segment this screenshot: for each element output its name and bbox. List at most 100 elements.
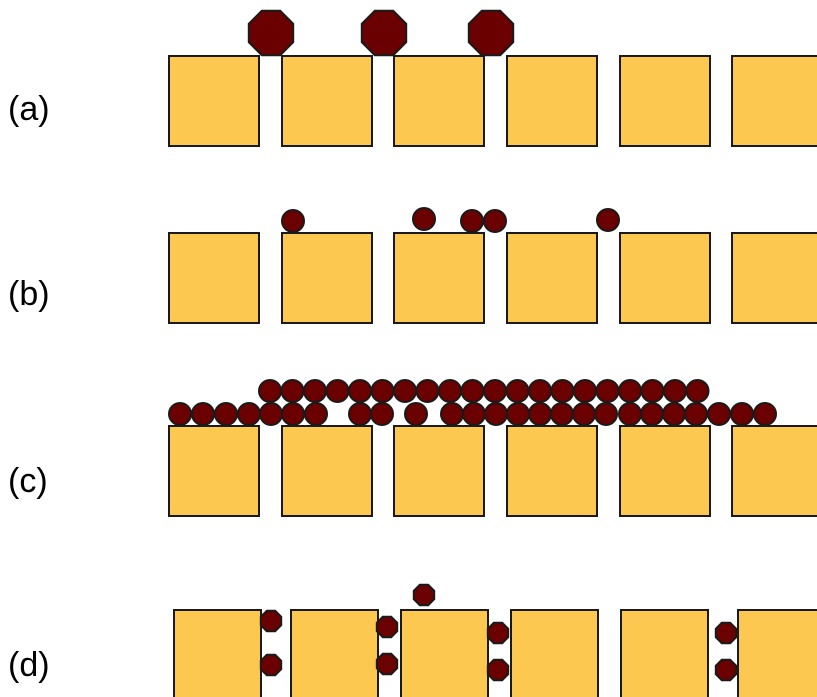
- particle: [247, 9, 295, 57]
- substrate-block: [619, 55, 711, 147]
- substrate-block: [168, 425, 260, 517]
- panel-c-blocks: [168, 425, 817, 517]
- panel-label-b: (b): [8, 275, 50, 313]
- particle: [506, 402, 530, 426]
- particle: [415, 379, 440, 403]
- panel-c-particles: [168, 379, 777, 426]
- particle: [375, 652, 399, 676]
- substrate-block: [281, 425, 373, 517]
- substrate-block: [400, 609, 489, 697]
- particle: [412, 583, 436, 607]
- substrate-block: [393, 232, 485, 324]
- particle: [594, 402, 618, 426]
- particle: [684, 402, 708, 426]
- particle: [707, 402, 731, 426]
- particle: [550, 402, 574, 426]
- substrate-block: [506, 55, 598, 147]
- particle: [348, 379, 372, 403]
- substrate-block: [173, 609, 262, 697]
- particle: [573, 379, 597, 403]
- particle: [303, 379, 327, 403]
- particle: [505, 379, 530, 403]
- particle: [168, 402, 192, 426]
- particle: [280, 379, 305, 403]
- panel-label-d: (d): [8, 646, 50, 684]
- substrate-block: [731, 55, 817, 147]
- panel-b-particles: [281, 207, 620, 233]
- particle: [528, 379, 552, 403]
- particle: [640, 379, 665, 403]
- particle: [663, 379, 687, 403]
- particle: [467, 9, 515, 57]
- substrate-block: [506, 232, 598, 324]
- particle: [483, 379, 507, 403]
- particle: [640, 402, 664, 426]
- panel-a-blocks: [168, 55, 817, 147]
- particle: [595, 379, 620, 403]
- particle: [370, 379, 395, 403]
- particle: [596, 208, 620, 232]
- substrate-block: [281, 232, 373, 324]
- substrate-block: [619, 425, 711, 517]
- panel-c: (c): [8, 379, 817, 517]
- particle: [460, 209, 484, 233]
- substrate-block: [506, 425, 598, 517]
- substrate-block: [620, 609, 709, 697]
- panel-label-a: (a): [8, 90, 50, 128]
- particle: [662, 402, 686, 426]
- substrate-block: [168, 232, 260, 324]
- panel-b: (b): [8, 207, 817, 324]
- particle: [685, 379, 710, 403]
- substrate-block: [281, 55, 373, 147]
- particle: [460, 379, 485, 403]
- particle: [281, 209, 305, 233]
- particle: [438, 379, 462, 403]
- particle: [440, 402, 464, 426]
- particle: [618, 379, 642, 403]
- particle: [753, 402, 777, 426]
- substrate-block: [619, 232, 711, 324]
- particle: [404, 402, 428, 426]
- substrate-block: [393, 425, 485, 517]
- particle: [191, 402, 215, 426]
- particle: [258, 379, 282, 403]
- particle: [370, 402, 394, 426]
- particle: [572, 402, 596, 426]
- panel-a: (a): [8, 9, 817, 147]
- particle: [348, 402, 372, 426]
- substrate-block: [168, 55, 260, 147]
- particle: [528, 402, 552, 426]
- particle: [259, 609, 283, 633]
- particle: [214, 402, 238, 426]
- particle: [325, 379, 350, 403]
- panel-label-c: (c): [8, 462, 48, 500]
- substrate-block: [510, 609, 599, 697]
- panel-d-blocks: [173, 609, 817, 697]
- particle: [730, 402, 754, 426]
- particle: [484, 402, 508, 426]
- panel-d-particles: [259, 583, 738, 682]
- particle: [281, 402, 305, 426]
- panel-a-particles: [247, 9, 515, 57]
- particle: [483, 209, 507, 233]
- particle: [412, 207, 436, 231]
- particle: [618, 402, 642, 426]
- panel-b-blocks: [168, 232, 817, 324]
- particle: [360, 9, 408, 57]
- substrate-block: [290, 609, 379, 697]
- particle: [375, 615, 399, 639]
- particle: [714, 621, 738, 645]
- particle: [259, 402, 283, 426]
- particle: [550, 379, 575, 403]
- particle: [259, 653, 283, 677]
- panel-d: (d): [8, 583, 817, 697]
- substrate-block: [731, 232, 817, 324]
- particle: [486, 658, 510, 682]
- substrate-block: [737, 609, 817, 697]
- particle: [486, 621, 510, 645]
- particle: [237, 402, 261, 426]
- substrate-block: [393, 55, 485, 147]
- substrate-block: [731, 425, 817, 517]
- particle: [714, 658, 738, 682]
